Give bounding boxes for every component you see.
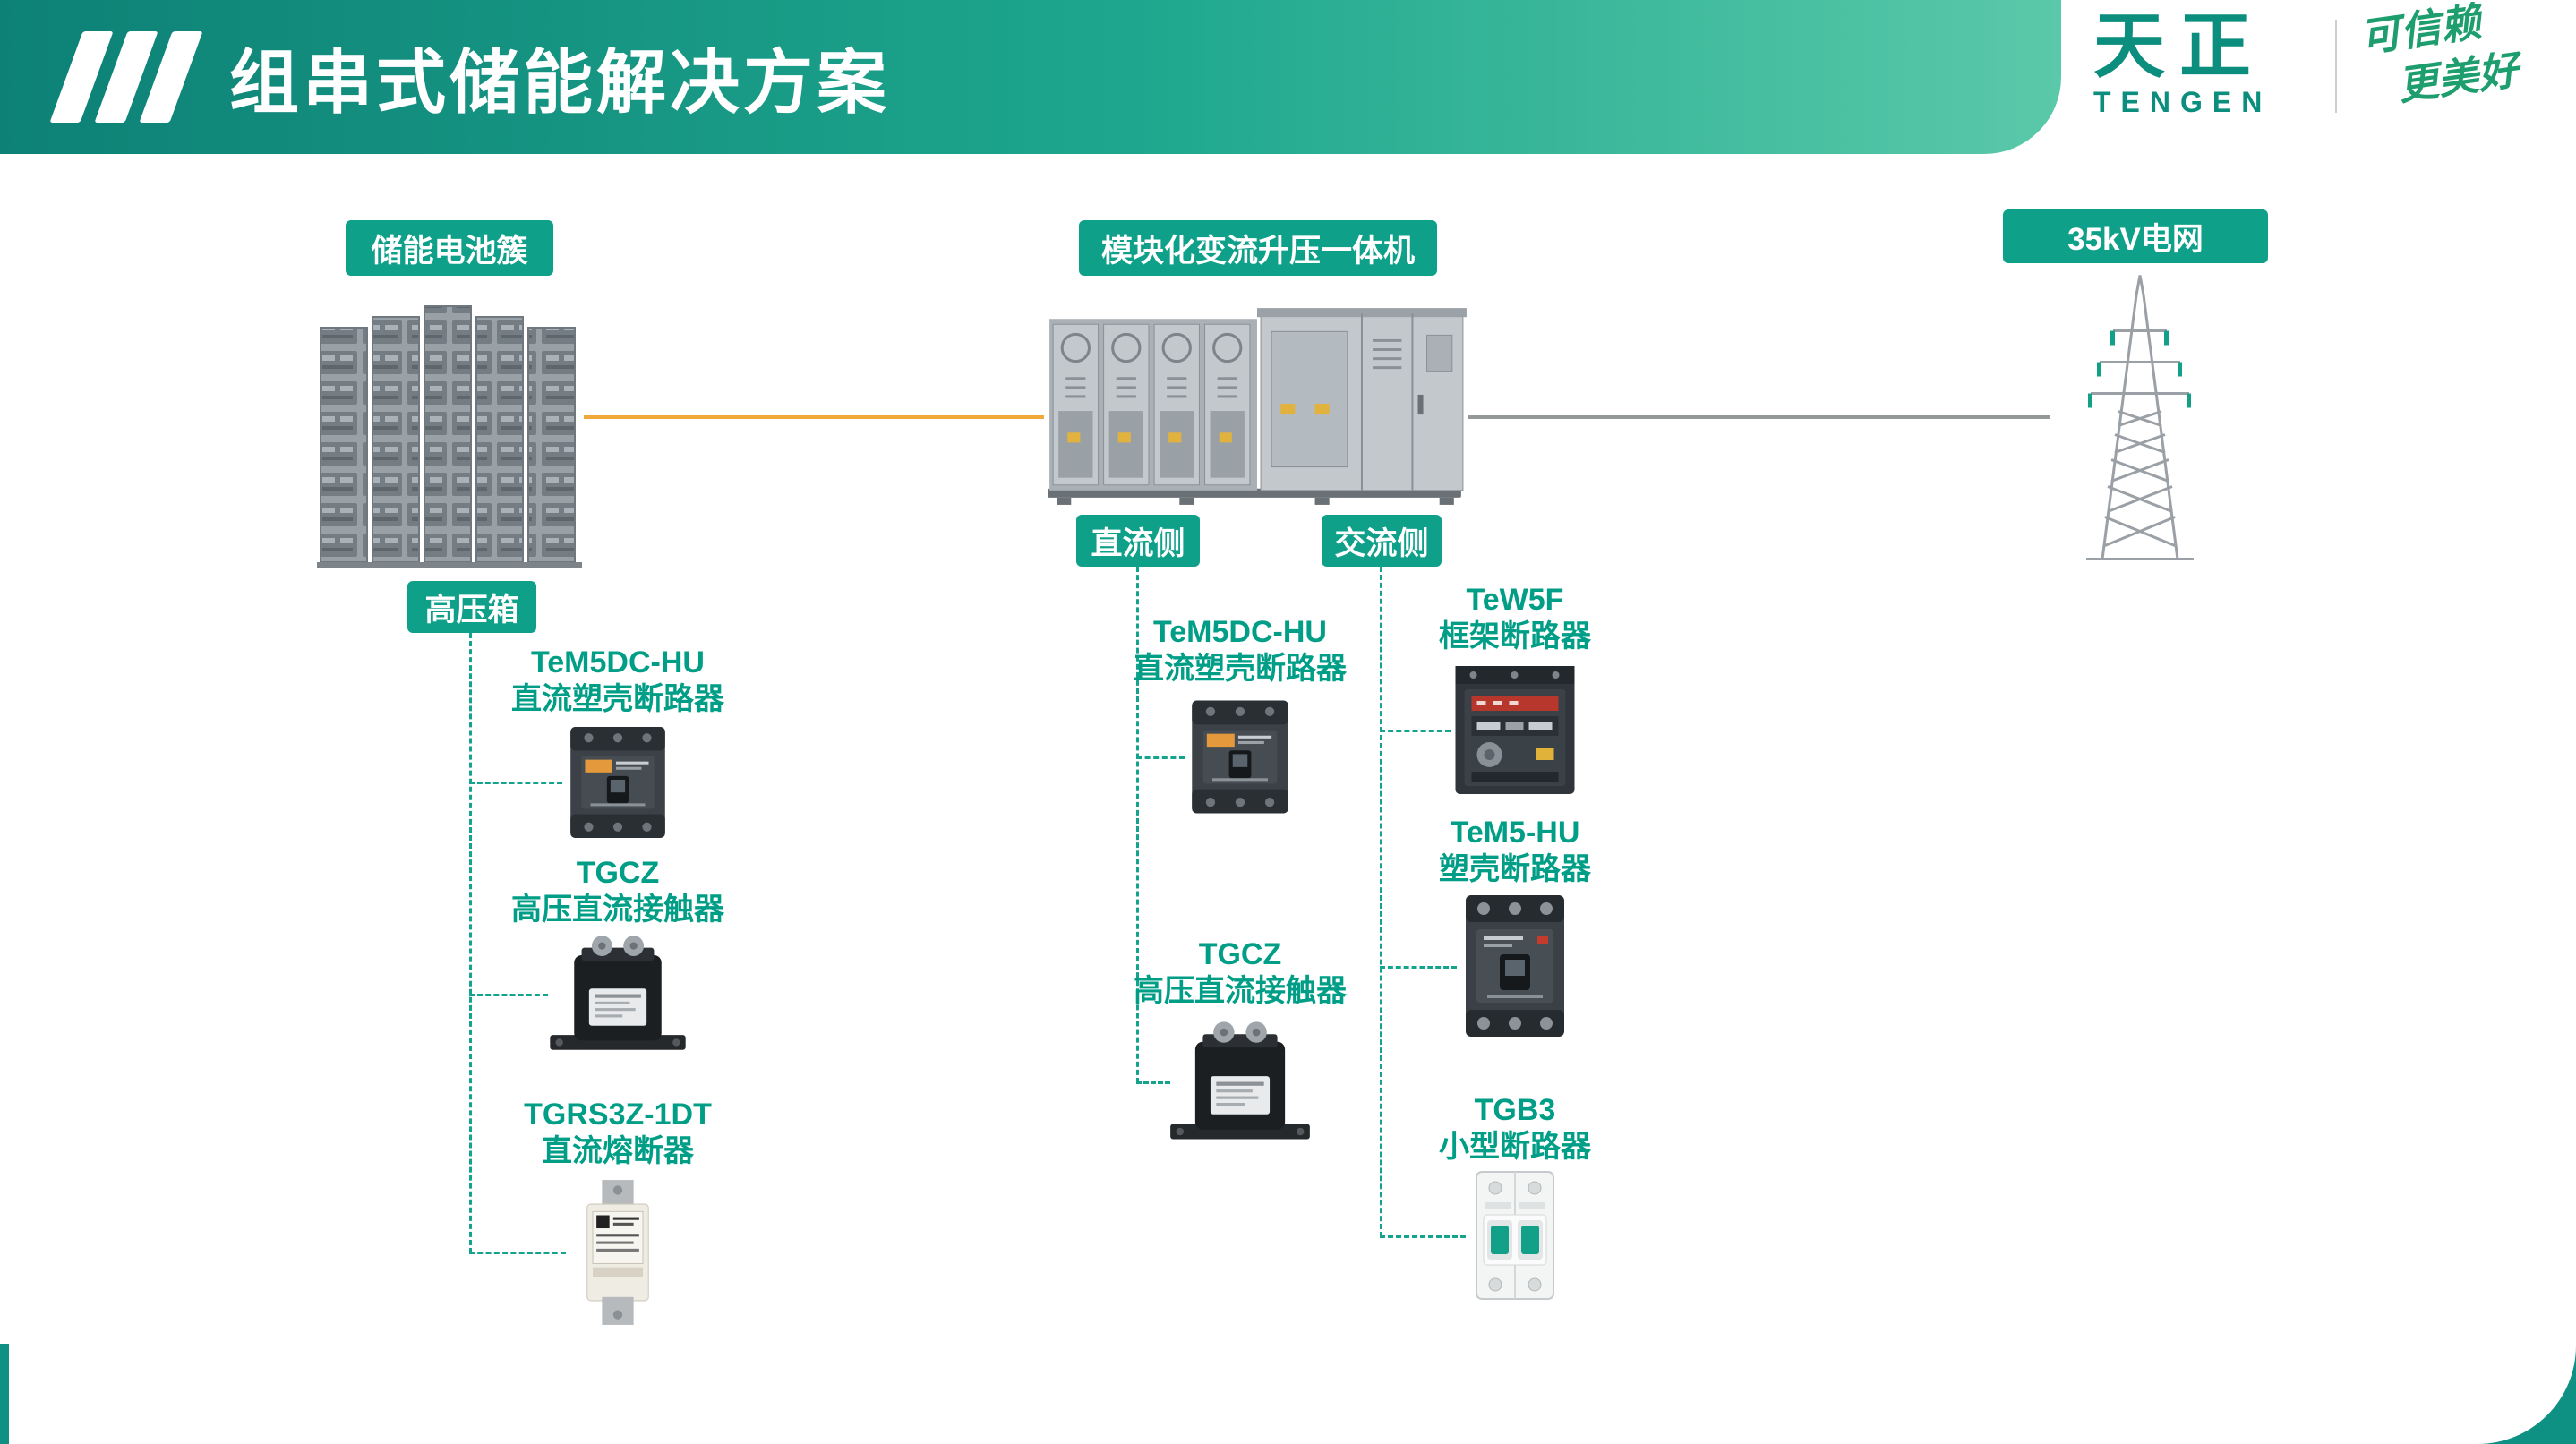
battery-rack-illustration: [315, 285, 584, 575]
dc-connection-line: [584, 415, 1044, 419]
product-label: TGCZ 高压直流接触器: [475, 855, 761, 929]
connector-ac-stub-3: [1380, 1235, 1466, 1238]
product-model: TGRS3Z-1DT: [524, 1098, 712, 1132]
product-model: TeW5F: [1466, 583, 1564, 617]
slanted-bars-icon: [49, 31, 203, 123]
product-label: TeM5DC-HU 直流塑壳断路器: [475, 645, 761, 719]
node-label-battery-cluster: 储能电池簇: [346, 220, 553, 276]
product-label: TGB3 小型断路器: [1381, 1092, 1649, 1166]
product-label: TGCZ 高压直流接触器: [1097, 936, 1383, 1011]
product-image-dc-contactor: [1168, 1013, 1312, 1149]
connector-ac-stub-1: [1380, 730, 1451, 732]
product-model: TeM5DC-HU: [1153, 615, 1327, 649]
logo-divider: [2335, 20, 2337, 113]
connector-hvbox-stub-2: [469, 994, 548, 996]
logo-english: TENGEN: [2093, 86, 2272, 118]
connector-dc-stub-2: [1136, 1081, 1170, 1084]
product-model: TGCZ: [576, 856, 660, 890]
product-image-miniature-breaker: [1466, 1164, 1564, 1307]
product-image-mccb: [1457, 890, 1573, 1042]
product-desc: 塑壳断路器: [1439, 852, 1591, 887]
product-image-dc-mccb: [562, 723, 673, 842]
brand-slogan: 可信赖 更美好: [2358, 0, 2522, 116]
bottom-left-accent: [0, 1344, 9, 1444]
node-label-dc-side: 直流侧: [1076, 515, 1200, 567]
tengen-logo: 天正 TENGEN: [2093, 6, 2272, 118]
product-label: TeM5DC-HU 直流塑壳断路器: [1097, 614, 1383, 688]
product-image-air-circuit-breaker: [1449, 661, 1581, 799]
product-model: TGCZ: [1198, 937, 1282, 971]
product-label: TeW5F 框架断路器: [1381, 582, 1649, 656]
node-label-converter: 模块化变流升压一体机: [1079, 220, 1437, 276]
connector-ac-stub-2: [1380, 966, 1457, 969]
converter-station-illustration: [1044, 295, 1468, 512]
product-model: TeM5DC-HU: [531, 645, 705, 679]
product-model: TeM5-HU: [1450, 816, 1580, 850]
connector-ac-vertical: [1380, 567, 1382, 1237]
product-desc: 高压直流接触器: [511, 893, 724, 927]
node-label-grid: 35kV电网: [2003, 209, 2268, 263]
product-label: TGRS3Z-1DT 直流熔断器: [475, 1097, 761, 1171]
ac-connection-line: [1468, 415, 2050, 419]
product-model: TGB3: [1474, 1093, 1556, 1127]
logo-chinese: 天正: [2093, 6, 2265, 86]
connector-hvbox-stub-3: [469, 1252, 566, 1254]
node-label-ac-side: 交流侧: [1322, 515, 1442, 567]
page-title: 组串式储能解决方案: [229, 43, 891, 122]
connector-dc-vertical: [1136, 567, 1139, 1083]
connector-hvbox-stub-1: [469, 782, 562, 784]
connector-dc-stub-1: [1136, 756, 1185, 759]
product-desc: 高压直流接触器: [1134, 974, 1347, 1009]
node-label-hv-box: 高压箱: [407, 581, 536, 633]
product-desc: 框架断路器: [1439, 619, 1591, 654]
header-band: 组串式储能解决方案: [0, 0, 2061, 154]
transmission-tower-illustration: [2050, 267, 2229, 569]
product-desc: 直流塑壳断路器: [511, 682, 724, 717]
product-image-dc-mccb: [1185, 696, 1296, 817]
connector-hvbox-vertical: [469, 633, 472, 1253]
product-image-dc-fuse: [566, 1178, 670, 1327]
product-image-dc-contactor: [544, 931, 691, 1056]
product-desc: 直流熔断器: [542, 1134, 694, 1169]
product-desc: 小型断路器: [1439, 1130, 1591, 1165]
product-desc: 直流塑壳断路器: [1134, 652, 1347, 687]
product-label: TeM5-HU 塑壳断路器: [1381, 815, 1649, 889]
